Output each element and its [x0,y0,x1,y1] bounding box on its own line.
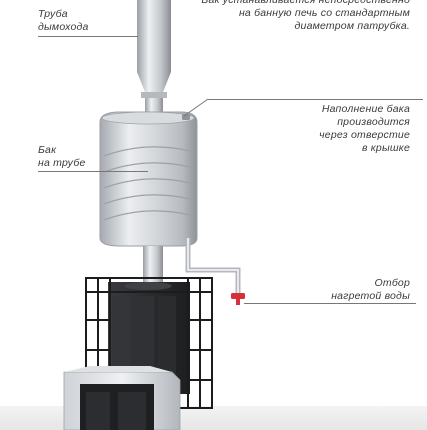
firebox-door [63,366,181,430]
tank-body [99,111,198,247]
chimney-pipe [137,0,171,116]
mounting-note: Бак устанавливается непосредственно на б… [201,0,410,32]
tap-icon [231,293,245,299]
filling-label: Наполнение бака производится через отвер… [319,103,410,154]
hot-water-label: Отбор нагретой воды [331,277,410,302]
hot-water-outlet [185,238,245,305]
tank-leader-line [38,171,148,172]
filling-leader-line [208,99,423,100]
outlet-leader-line [244,303,416,304]
filling-pointer [183,98,209,117]
connector-pipe [143,246,163,286]
chimney-leader-line [38,36,138,37]
chimney-label: Труба дымохода [38,8,89,33]
tank-label: Бак на трубе [38,144,86,169]
